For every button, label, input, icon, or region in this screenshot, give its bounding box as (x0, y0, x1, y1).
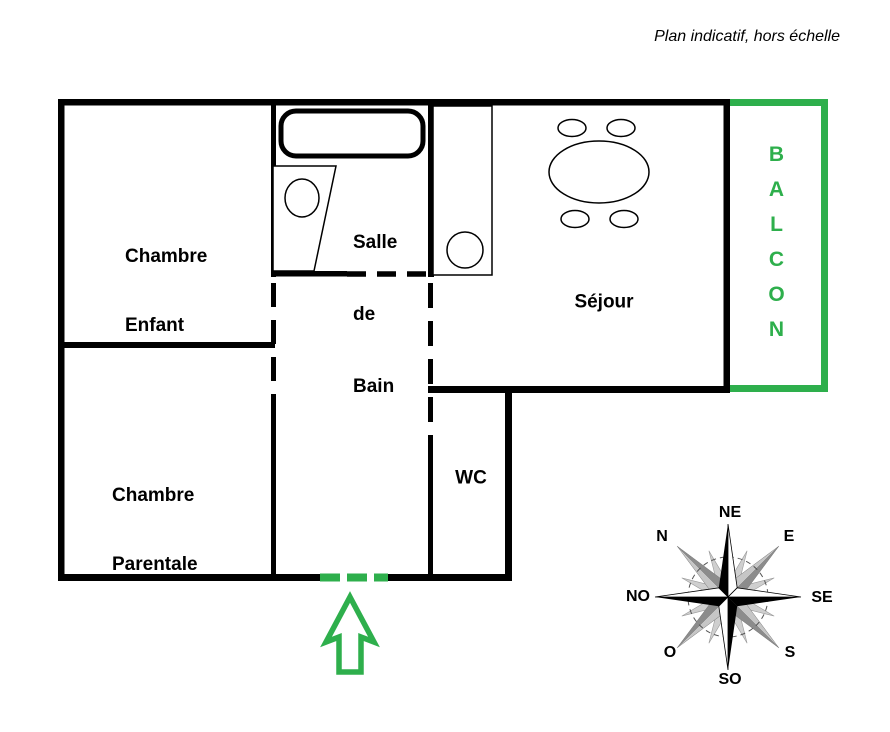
room-label-line: Enfant (125, 315, 185, 336)
room-label-chambre-parentale: Chambre Parentale (112, 438, 198, 622)
wall-bedroom-divider (58, 342, 275, 348)
wall-bottom-left-segment (58, 574, 320, 581)
chair (609, 209, 639, 229)
room-label-line: Chambre (125, 246, 208, 267)
walls (58, 99, 730, 581)
room-label-wc: WC (455, 467, 487, 489)
compass-label-so: SO (718, 671, 742, 688)
room-label-chambre-enfant: Chambre Enfant (125, 199, 207, 383)
balcony-wall-right (821, 99, 828, 392)
room-label-salle-de-bain: Salle de Bain (353, 183, 397, 447)
room-label-line: Parentale (112, 554, 198, 575)
room-label-line: Bain (353, 376, 395, 397)
balcony-wall-bottom (730, 385, 828, 392)
balcony-wall-top (730, 99, 828, 106)
wall-right (723, 99, 730, 393)
compass-label-s: S (784, 644, 796, 661)
plan-disclaimer-note: Plan indicatif, hors échelle (654, 28, 840, 45)
compass-label-no: NO (626, 588, 650, 605)
wall-wc-left-lower (428, 449, 433, 574)
wall-top (58, 99, 730, 106)
bathroom-sink-bowl (284, 178, 320, 218)
compass-label-n: N (656, 528, 668, 545)
balcony-label: BALCON (765, 143, 788, 353)
dining-set (548, 118, 650, 229)
balcony-outline (730, 99, 828, 392)
dining-table (548, 140, 650, 204)
chair (560, 209, 590, 229)
wall-sejour-bottom (428, 386, 730, 393)
room-label-sejour: Séjour (574, 291, 634, 313)
bathtub (278, 108, 426, 159)
compass-label-o: O (663, 644, 677, 661)
entrance-arrow-icon (320, 591, 380, 675)
room-label-line: de (353, 304, 376, 325)
chair (557, 118, 587, 138)
wall-hallway-left-lower (271, 414, 276, 574)
wall-wc-right (505, 386, 512, 581)
wall-bottom-right-segment (388, 574, 511, 581)
kitchen-sink (446, 231, 484, 269)
compass-label-ne: NE (718, 504, 742, 521)
wall-left (58, 99, 65, 581)
compass-rose-icon (654, 523, 802, 671)
wall-bathroom-right (428, 99, 434, 277)
compass-label-se: SE (811, 589, 833, 606)
wall-bathroom-bottom (271, 271, 347, 277)
chair (606, 118, 636, 138)
room-label-line: Salle (353, 232, 398, 253)
compass-label-e: E (783, 528, 795, 545)
room-label-line: Chambre (112, 485, 195, 506)
